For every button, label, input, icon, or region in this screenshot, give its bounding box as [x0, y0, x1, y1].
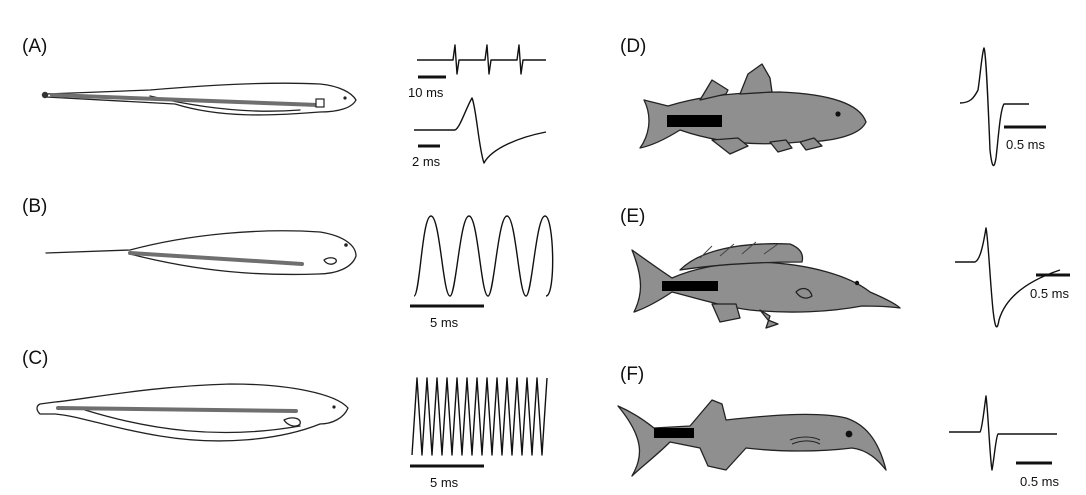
fish-e-illustration — [632, 242, 900, 328]
eod-trace-d: 0.5 ms — [960, 48, 1046, 166]
panel-b: (B) 5 ms — [22, 196, 553, 330]
fish-b-illustration — [46, 231, 356, 275]
eod-trace-a-train: 10 ms — [408, 45, 546, 100]
fish-d-illustration — [640, 64, 866, 154]
panel-f-label: (F) — [620, 364, 644, 385]
scale-label-f-05ms: 0.5 ms — [1020, 474, 1060, 489]
panel-c-label: (C) — [22, 348, 48, 369]
eod-trace-c: 5 ms — [410, 378, 547, 490]
fish-c-illustration — [37, 384, 348, 441]
scale-label-e-05ms: 0.5 ms — [1030, 286, 1070, 301]
eod-trace-b: 5 ms — [410, 216, 553, 330]
panel-b-label: (B) — [22, 196, 47, 217]
scale-label-a-10ms: 10 ms — [408, 85, 444, 100]
fish-f-illustration — [618, 400, 886, 476]
eod-trace-e: 0.5 ms — [955, 228, 1070, 327]
scale-label-d-05ms: 0.5 ms — [1006, 137, 1046, 152]
panel-a: (A) 10 ms 2 ms — [22, 36, 546, 169]
panel-c: (C) 5 ms — [22, 348, 547, 490]
panel-d-label: (D) — [620, 36, 646, 57]
scale-label-a-2ms: 2 ms — [412, 154, 441, 169]
panel-a-label: (A) — [22, 36, 47, 57]
eod-trace-a-single: 2 ms — [412, 98, 546, 169]
panel-d: (D) 0.5 ms — [620, 36, 1046, 166]
scale-label-b-5ms: 5 ms — [430, 315, 459, 330]
panel-e-label: (E) — [620, 206, 645, 227]
eod-trace-f: 0.5 ms — [949, 396, 1060, 489]
fish-a-illustration — [42, 83, 356, 115]
panel-e: (E) 0.5 ms — [620, 206, 1070, 328]
panel-f: (F) 0.5 ms — [618, 364, 1060, 489]
scale-label-c-5ms: 5 ms — [430, 475, 459, 490]
